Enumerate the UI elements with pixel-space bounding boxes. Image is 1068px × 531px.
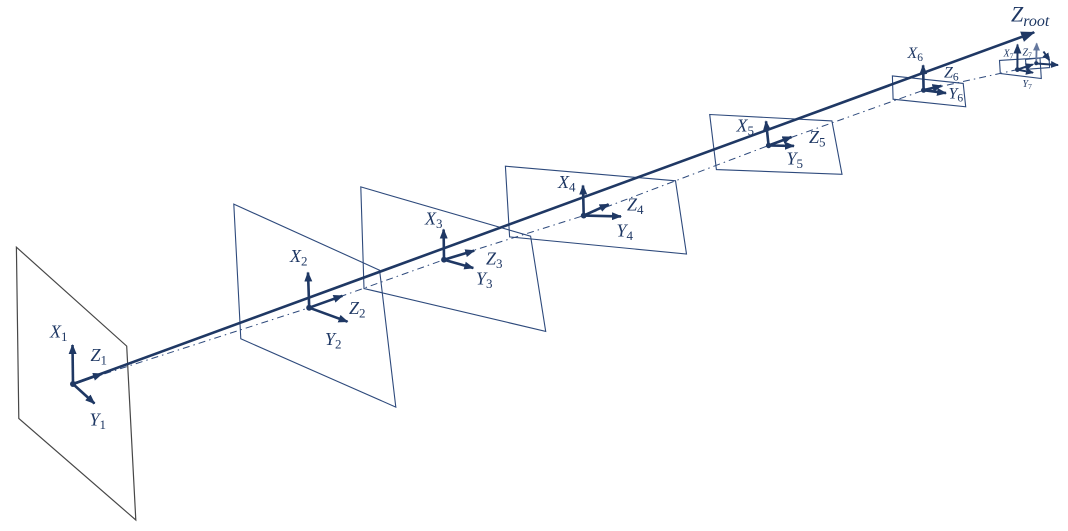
svg-text:Z3: Z3	[486, 249, 503, 272]
svg-text:Z4: Z4	[627, 195, 644, 218]
svg-text:Y4: Y4	[617, 221, 634, 244]
svg-text:Z7: Z7	[1023, 48, 1033, 60]
svg-text:X6: X6	[907, 45, 924, 64]
svg-text:Z2: Z2	[349, 298, 366, 321]
svg-text:Y2: Y2	[325, 329, 342, 352]
svg-text:Y5: Y5	[787, 149, 804, 172]
svg-text:Z1: Z1	[91, 345, 108, 368]
svg-text:X3: X3	[424, 209, 443, 232]
svg-text:Zroot: Zroot	[1011, 2, 1050, 31]
svg-text:Y3: Y3	[476, 269, 493, 292]
svg-text:X1: X1	[49, 322, 68, 345]
svg-text:Y7: Y7	[1023, 79, 1033, 91]
svg-text:X7: X7	[1003, 49, 1014, 61]
svg-text:Y1: Y1	[90, 410, 107, 433]
svg-text:X2: X2	[289, 246, 308, 269]
svg-text:X4: X4	[557, 172, 576, 195]
svg-text:Z5: Z5	[809, 127, 826, 150]
svg-text:Y6: Y6	[949, 86, 964, 105]
svg-text:Z6: Z6	[944, 65, 959, 84]
svg-text:X5: X5	[736, 116, 755, 139]
